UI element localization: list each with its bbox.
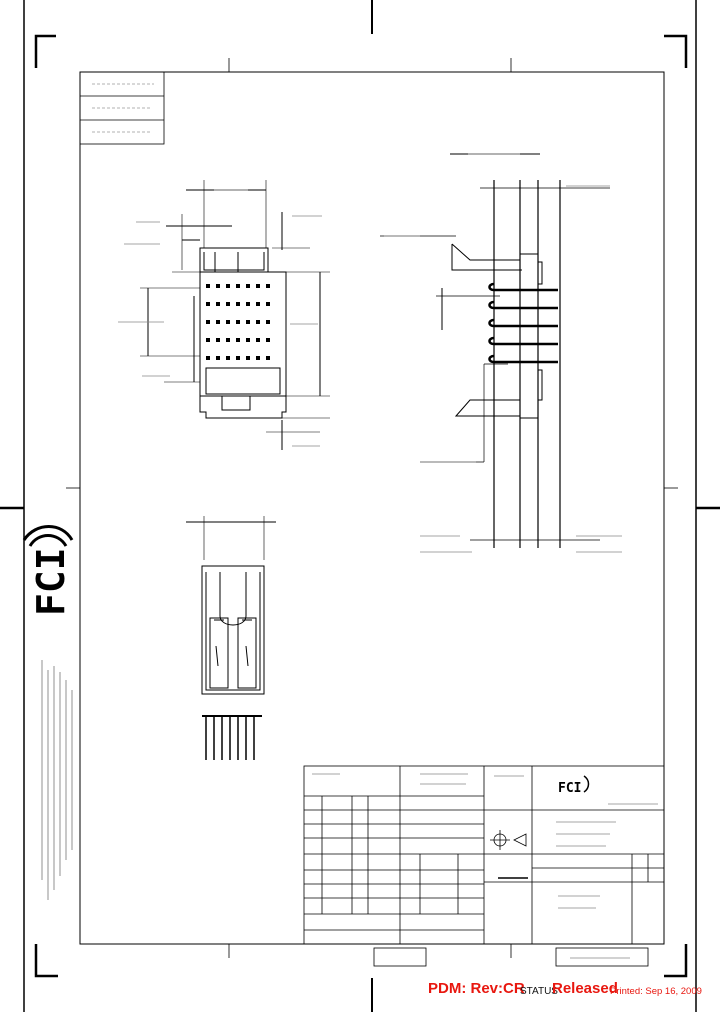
status-label: STATUS bbox=[520, 986, 558, 997]
side-view bbox=[380, 153, 622, 553]
fci-logo: FCI bbox=[22, 525, 74, 616]
pdm-revision: PDM: Rev:CR bbox=[428, 980, 525, 997]
title-block-logo: FCI bbox=[558, 775, 590, 796]
bottom-view bbox=[186, 516, 276, 760]
vertical-fine-print bbox=[41, 660, 73, 900]
crop-mark-tl bbox=[34, 34, 56, 68]
status-value: Released bbox=[552, 980, 618, 997]
svg-text:FCI: FCI bbox=[558, 781, 581, 796]
crop-mark-br bbox=[664, 944, 688, 978]
drawing-border bbox=[79, 71, 665, 945]
revision-block bbox=[79, 71, 165, 145]
svg-text:FCI: FCI bbox=[29, 547, 73, 616]
crop-mark-tr bbox=[664, 34, 688, 68]
title-block bbox=[303, 765, 665, 967]
front-view bbox=[118, 180, 330, 450]
crop-mark-bl bbox=[34, 944, 58, 978]
printed-date: Printed: Sep 16, 2009 bbox=[610, 986, 702, 997]
